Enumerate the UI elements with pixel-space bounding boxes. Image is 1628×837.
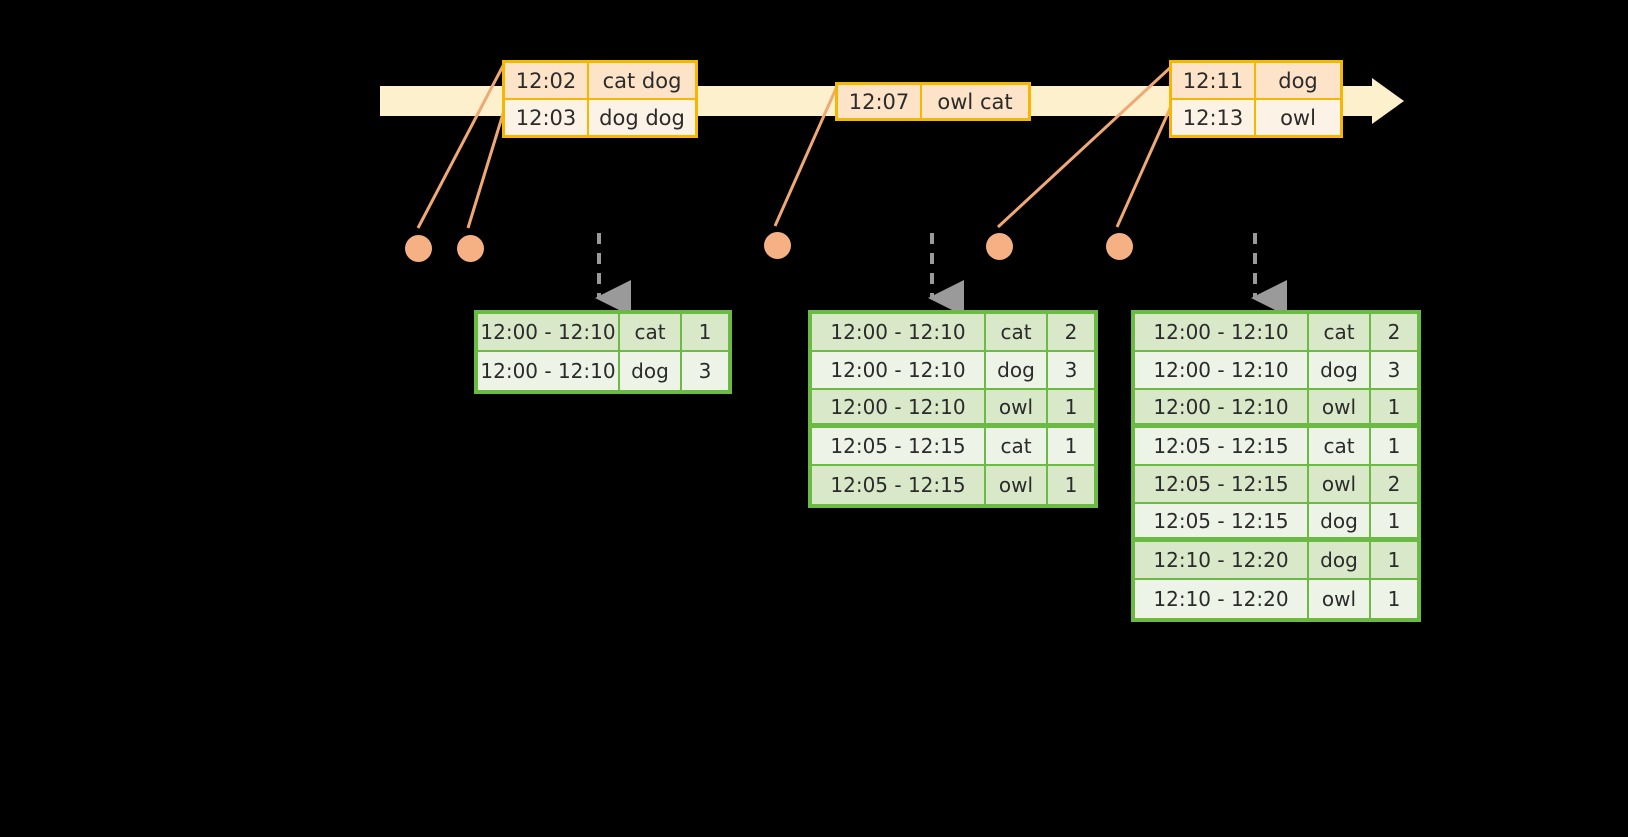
cell-count: 1	[1371, 580, 1417, 618]
event-time: 12:11	[1172, 63, 1256, 98]
event-row: 12:07 owl cat	[838, 85, 1028, 118]
event-group-1: 12:02 cat dog 12:03 dog dog	[502, 60, 698, 138]
cell-count: 1	[1371, 428, 1417, 466]
cell-window: 12:10 - 12:20	[1135, 542, 1309, 580]
cell-word: cat	[986, 428, 1048, 466]
cell-window: 12:05 - 12:15	[1135, 504, 1309, 542]
cell-word: owl	[986, 390, 1048, 428]
event-row: 12:03 dog dog	[505, 98, 695, 135]
cell-count: 1	[682, 314, 728, 352]
cell-count: 3	[1048, 352, 1094, 390]
cell-window: 12:00 - 12:10	[478, 314, 620, 352]
cell-word: dog	[620, 352, 682, 390]
event-group-2: 12:07 owl cat	[835, 82, 1031, 121]
cell-count: 2	[1371, 314, 1417, 352]
cell-window: 12:00 - 12:10	[1135, 390, 1309, 428]
cell-word: owl	[986, 466, 1048, 504]
cell-word: dog	[986, 352, 1048, 390]
cell-count: 1	[1048, 390, 1094, 428]
cell-count: 3	[1371, 352, 1417, 390]
cell-word: cat	[1309, 314, 1371, 352]
cell-word: dog	[1309, 504, 1371, 542]
cell-window: 12:00 - 12:10	[812, 390, 986, 428]
cell-count: 2	[1371, 466, 1417, 504]
cell-word: owl	[1309, 466, 1371, 504]
cell-count: 1	[1048, 466, 1094, 504]
cell-count: 1	[1371, 390, 1417, 428]
cell-word: owl	[1309, 390, 1371, 428]
cell-window: 12:05 - 12:15	[812, 428, 986, 466]
cell-window: 12:05 - 12:15	[1135, 428, 1309, 466]
event-dot	[405, 235, 432, 262]
cell-word: dog	[1309, 352, 1371, 390]
event-words: owl cat	[922, 85, 1028, 118]
cell-word: cat	[986, 314, 1048, 352]
cell-window: 12:10 - 12:20	[1135, 580, 1309, 618]
cell-window: 12:05 - 12:15	[1135, 466, 1309, 504]
cell-window: 12:00 - 12:10	[1135, 314, 1309, 352]
cell-window: 12:00 - 12:10	[478, 352, 620, 390]
event-dot	[986, 233, 1013, 260]
cell-word: owl	[1309, 580, 1371, 618]
cell-count: 1	[1371, 504, 1417, 542]
event-row: 12:11 dog	[1172, 63, 1340, 98]
event-dot	[764, 232, 791, 259]
event-time: 12:02	[505, 63, 589, 98]
event-row: 12:02 cat dog	[505, 63, 695, 98]
event-group-3: 12:11 dog 12:13 owl	[1169, 60, 1343, 138]
cell-window: 12:00 - 12:10	[812, 352, 986, 390]
cell-count: 1	[1048, 428, 1094, 466]
timeline-arrowhead	[1372, 78, 1404, 124]
cell-window: 12:00 - 12:10	[812, 314, 986, 352]
event-dot	[1106, 233, 1133, 260]
cell-word: dog	[1309, 542, 1371, 580]
event-words: dog	[1256, 63, 1340, 98]
cell-window: 12:00 - 12:10	[1135, 352, 1309, 390]
event-words: dog dog	[589, 100, 695, 135]
event-time: 12:13	[1172, 100, 1256, 135]
cell-window: 12:05 - 12:15	[812, 466, 986, 504]
cell-word: cat	[620, 314, 682, 352]
event-words: owl	[1256, 100, 1340, 135]
event-words: cat dog	[589, 63, 695, 98]
event-time: 12:07	[838, 85, 922, 118]
event-time: 12:03	[505, 100, 589, 135]
cell-count: 2	[1048, 314, 1094, 352]
cell-count: 1	[1371, 542, 1417, 580]
event-dot	[457, 235, 484, 262]
cell-count: 3	[682, 352, 728, 390]
cell-word: cat	[1309, 428, 1371, 466]
event-row: 12:13 owl	[1172, 98, 1340, 135]
